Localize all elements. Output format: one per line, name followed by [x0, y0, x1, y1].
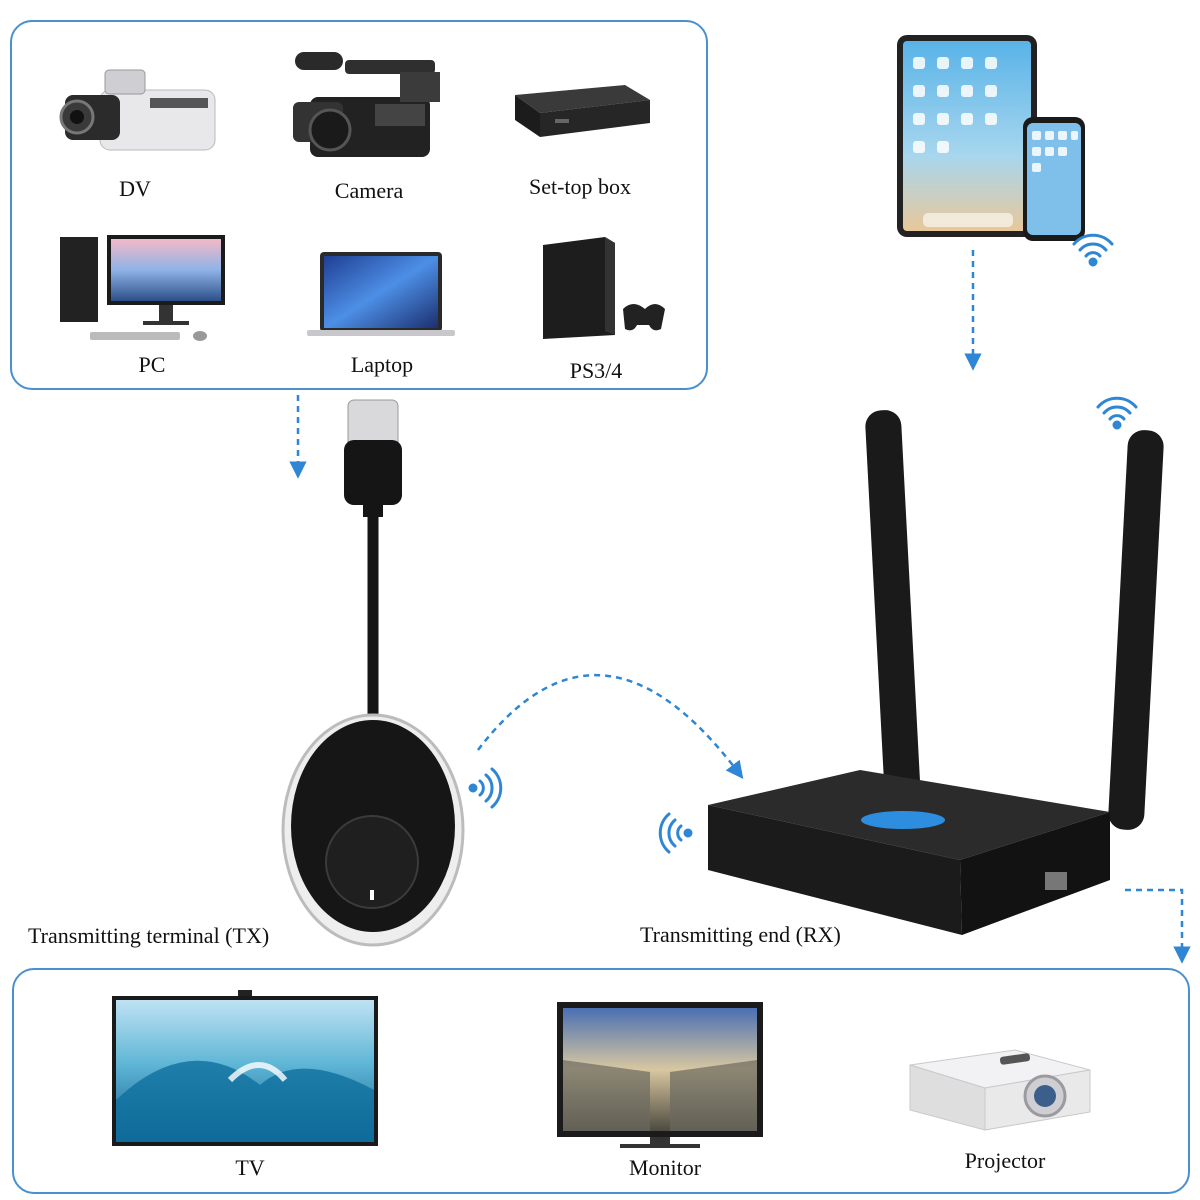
source-camera: [285, 42, 455, 167]
source-laptop: [305, 250, 455, 340]
mobile-sources: [895, 35, 1095, 250]
display-label-tv: TV: [235, 1155, 265, 1180]
wifi-icon: [1096, 396, 1138, 430]
receiver-box-icon: [708, 410, 1164, 935]
game-console-icon: [543, 237, 665, 339]
phone-icon: [1023, 117, 1085, 241]
camcorder-icon: [59, 69, 216, 151]
source-label-set-top-box: Set-top box: [528, 174, 632, 199]
tv-icon: [112, 990, 378, 1146]
source-pc: [55, 232, 230, 347]
display-projector: [905, 1030, 1095, 1135]
display-label-monitor: Monitor: [628, 1155, 702, 1180]
receiver-label: Transmitting end (RX): [640, 922, 841, 947]
wifi-icon: [658, 812, 693, 854]
source-set-top-box: [505, 75, 655, 145]
wifi-icon: [1072, 233, 1114, 267]
pro-video-camera-icon: [293, 52, 440, 157]
projector-icon: [909, 1049, 1091, 1131]
display-monitor: [555, 1000, 765, 1150]
monitor-icon: [557, 1002, 763, 1148]
source-label-ps: PS3/4: [569, 358, 623, 383]
tablet-icon: [897, 35, 1037, 237]
desktop-pc-icon: [60, 235, 225, 341]
usb-c-dongle-icon: [281, 399, 465, 947]
source-label-camera: Camera: [334, 178, 404, 203]
source-label-pc: PC: [138, 352, 166, 377]
source-ps: [535, 235, 665, 345]
set-top-box-icon: [515, 85, 650, 137]
transmitter-label: Transmitting terminal (TX): [28, 923, 270, 948]
arrow-tx-to-rx: [477, 674, 744, 779]
laptop-icon: [307, 252, 455, 336]
display-label-projector: Projector: [964, 1148, 1046, 1173]
arrow-rx-to-displays: [1125, 888, 1191, 964]
wifi-icon: [468, 767, 503, 809]
source-dv: [45, 50, 225, 170]
display-tv: [110, 990, 380, 1150]
source-label-laptop: Laptop: [350, 352, 414, 377]
source-label-dv: DV: [119, 176, 151, 201]
